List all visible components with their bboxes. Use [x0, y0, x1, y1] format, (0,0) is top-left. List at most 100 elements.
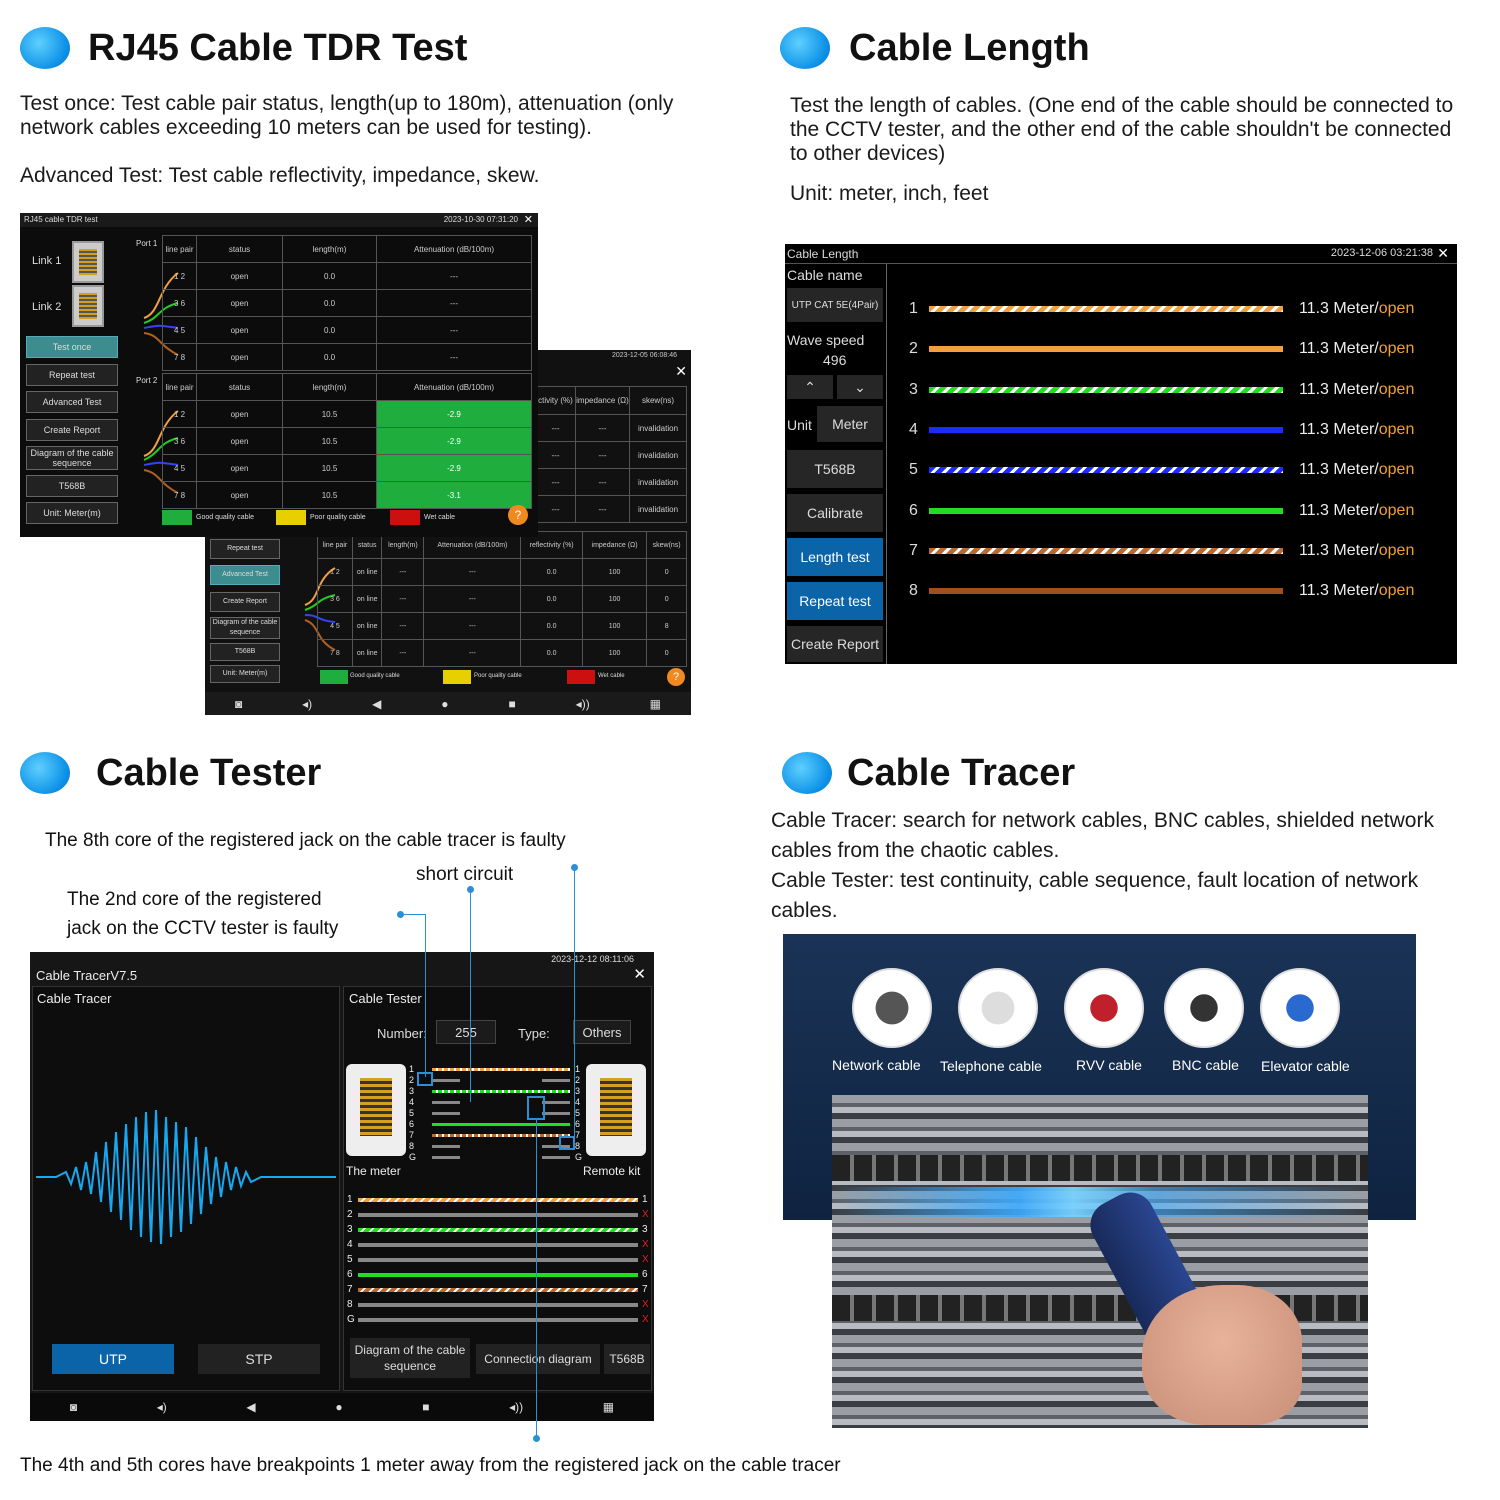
port1-label: Port 1 — [136, 239, 158, 248]
telephone-cable-icon — [958, 968, 1038, 1048]
standard-t568b-button[interactable]: T568B — [210, 643, 280, 661]
annotation-line — [574, 867, 575, 1145]
mini-wire — [542, 1101, 570, 1104]
stp-button[interactable]: STP — [198, 1344, 320, 1374]
repeat-test-button[interactable]: Repeat test — [787, 582, 883, 620]
wire-status: open — [1378, 501, 1415, 519]
volume-up-icon[interactable]: ◂)) — [575, 696, 590, 711]
seq-row-end: 7 — [642, 1284, 648, 1295]
test-once-button[interactable]: Test once — [26, 336, 118, 358]
seq-row-number: 2 — [347, 1209, 353, 1220]
android-nav-bar: ◙ ◂) ◀ ● ■ ◂)) ▦ — [205, 692, 691, 715]
help-icon[interactable]: ? — [508, 505, 528, 525]
recent-apps-icon[interactable]: ■ — [508, 696, 516, 711]
wire-line — [929, 547, 1283, 554]
annotation-line — [425, 914, 426, 1077]
recent-apps-icon[interactable]: ■ — [422, 1400, 430, 1414]
camera-icon[interactable]: ◙ — [234, 696, 243, 711]
cable-sequence-diagram-button[interactable]: Diagram of the cable sequence — [210, 617, 280, 639]
advanced-test-button[interactable]: Advanced Test — [26, 391, 118, 413]
wire-length-value: 11.3 Meter/open — [1299, 461, 1415, 479]
wire-status: open — [1378, 461, 1415, 479]
length-test-button[interactable]: Length test — [787, 538, 883, 576]
pin-number: 4 — [409, 1097, 415, 1107]
mini-wire — [542, 1145, 570, 1148]
home-icon[interactable]: ● — [441, 696, 449, 711]
close-icon[interactable]: ✕ — [675, 363, 687, 379]
length-title: Cable Length — [849, 27, 1090, 69]
standard-t568b-button[interactable]: T568B — [26, 475, 118, 497]
seq-wire — [358, 1303, 638, 1307]
back-icon[interactable]: ◀ — [372, 696, 382, 711]
create-report-button[interactable]: Create Report — [26, 419, 118, 441]
repeat-test-button[interactable]: Repeat test — [26, 364, 118, 386]
wave-speed-up-button[interactable]: ⌃ — [787, 375, 833, 399]
volume-up-icon[interactable]: ◂)) — [509, 1400, 524, 1414]
tracer-title: Cable Tracer — [847, 752, 1076, 794]
cable-name-select[interactable]: UTP CAT 5E(4Pair) — [787, 288, 883, 322]
utp-button[interactable]: UTP — [52, 1344, 174, 1374]
cable-sequence-diagram-button[interactable]: Diagram of the cable sequence — [350, 1338, 470, 1378]
type-field[interactable]: Others — [573, 1020, 631, 1044]
volume-down-icon[interactable]: ◂) — [302, 696, 313, 711]
col-header: ctivity (%) — [535, 386, 576, 415]
col-header: status — [196, 235, 283, 263]
seq-row-end: X — [642, 1254, 649, 1265]
back-icon[interactable]: ◀ — [246, 1400, 256, 1414]
tab-cable-tracer[interactable]: Cable Tracer — [37, 991, 112, 1006]
wave-speed-down-button[interactable]: ⌄ — [837, 375, 883, 399]
wire-line — [929, 306, 1283, 312]
seq-row-end: X — [642, 1314, 649, 1325]
calibrate-button[interactable]: Calibrate — [787, 494, 883, 532]
home-icon[interactable]: ● — [335, 1400, 343, 1414]
help-icon[interactable]: ? — [667, 668, 685, 686]
grid-icon[interactable]: ▦ — [649, 696, 661, 711]
create-report-button[interactable]: Create Report — [787, 626, 883, 662]
table-row: ------invalidation — [535, 414, 687, 442]
wire-length-value: 11.3 Meter/open — [1299, 300, 1415, 317]
pin-number: 7 — [409, 1130, 415, 1140]
wire-status: open — [1378, 380, 1415, 398]
legend-wet-label: Wet cable — [424, 514, 455, 521]
unit-button[interactable]: Unit: Meter(m) — [210, 665, 280, 683]
legend-good-swatch — [162, 510, 192, 525]
mini-wire — [432, 1156, 460, 1159]
repeat-test-button[interactable]: Repeat test — [210, 539, 280, 559]
close-icon[interactable]: ✕ — [523, 214, 533, 226]
unit-button[interactable]: Unit: Meter(m) — [26, 502, 118, 524]
wire-number: 3 — [909, 380, 918, 398]
screen-title: RJ45 cable TDR test — [24, 215, 98, 224]
camera-icon[interactable]: ◙ — [69, 1400, 78, 1414]
wire-number: 7 — [909, 541, 918, 559]
number-field[interactable]: 255 — [436, 1020, 496, 1044]
rvv-cable-icon — [1064, 968, 1144, 1048]
col-header: skew(ns) — [629, 386, 687, 415]
fault-marker-box — [527, 1096, 545, 1120]
app-title: Cable TracerV7.5 — [36, 968, 138, 983]
cable-sequence-diagram-button[interactable]: Diagram of the cable sequence — [26, 446, 118, 470]
standard-t568b-button[interactable]: T568B — [787, 450, 883, 488]
advanced-test-button[interactable]: Advanced Test — [210, 565, 280, 585]
legend-good-label: Good quality cable — [196, 514, 254, 521]
type-label: Type: — [518, 1026, 550, 1041]
volume-down-icon[interactable]: ◂) — [156, 1400, 167, 1414]
tab-cable-tester[interactable]: Cable Tester — [349, 991, 422, 1006]
wave-speed-value: 496 — [823, 352, 847, 368]
unit-select[interactable]: Meter — [817, 406, 883, 442]
cable-length-screen: Cable Length 2023-12-06 03:21:38 ✕ Cable… — [785, 244, 1457, 664]
seq-row-number: 4 — [347, 1239, 353, 1250]
tdr-title: RJ45 Cable TDR Test — [88, 27, 468, 69]
col-header: length(m) — [282, 373, 377, 401]
wire-number: 4 — [909, 420, 918, 438]
close-icon[interactable]: ✕ — [1437, 245, 1449, 261]
standard-t568b-button[interactable]: T568B — [604, 1344, 650, 1374]
connection-diagram-button[interactable]: Connection diagram — [476, 1344, 600, 1374]
create-report-button[interactable]: Create Report — [210, 592, 280, 612]
mini-wire — [432, 1112, 460, 1115]
section-bullet-icon — [20, 27, 70, 69]
close-icon[interactable]: ✕ — [633, 966, 646, 983]
grid-icon[interactable]: ▦ — [602, 1400, 615, 1414]
